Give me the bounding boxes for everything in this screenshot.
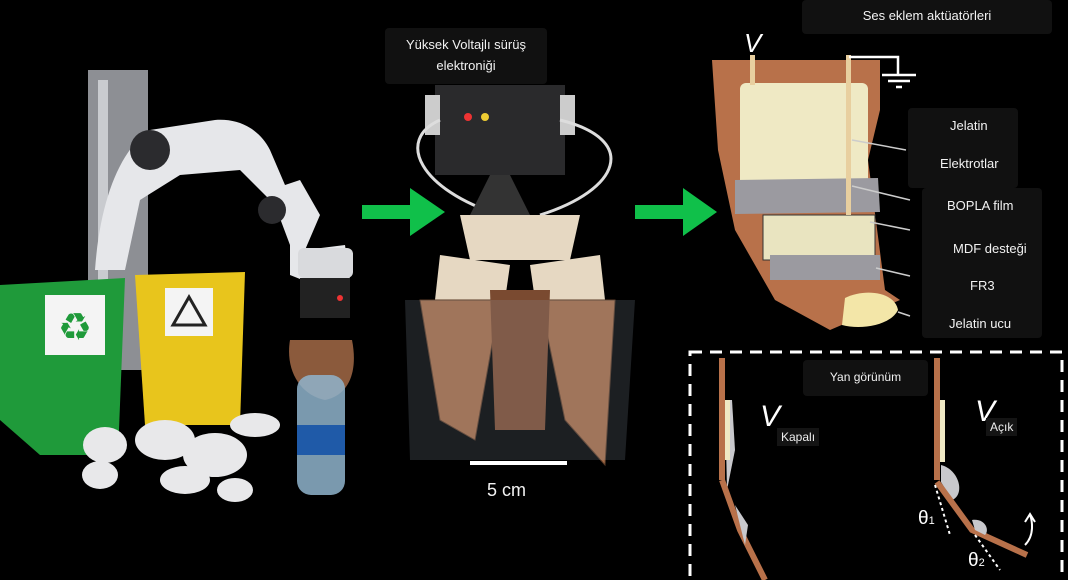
gripper-photo bbox=[405, 85, 635, 467]
voice-coil-actuators-title: Ses eklem aktüatörleri bbox=[862, 8, 992, 23]
side-view-closed bbox=[719, 358, 768, 580]
layer-label-gelatin-tip: Jelatin ucu bbox=[949, 316, 1012, 331]
fr3-layer bbox=[770, 255, 880, 280]
gelatin-tip bbox=[842, 292, 898, 328]
layer-label-mdf-support: MDF desteği bbox=[953, 241, 1027, 256]
electrode bbox=[846, 55, 851, 215]
theta2-label: θ2 bbox=[968, 550, 985, 572]
label-box bbox=[385, 28, 547, 84]
leader-lines bbox=[851, 139, 911, 317]
electrode bbox=[750, 55, 755, 85]
voltage-open-label: Açık bbox=[986, 418, 1018, 436]
label-box bbox=[802, 0, 1052, 34]
layer-label-bopla-film: BOPLA film bbox=[947, 198, 1014, 213]
mdf-support bbox=[762, 214, 876, 261]
voltage-label: V bbox=[744, 28, 762, 58]
ground-icon bbox=[849, 55, 916, 89]
label-box bbox=[922, 188, 1042, 338]
crumpled-paper bbox=[82, 413, 280, 502]
side-view-title: Yan görünüm bbox=[829, 370, 902, 384]
theta1-subscript: 1 bbox=[928, 515, 935, 527]
label-box bbox=[803, 360, 928, 396]
theta2-subscript: 2 bbox=[978, 557, 985, 569]
actuator-layer-diagram bbox=[712, 55, 916, 330]
layer-label-gelatin: Jelatin bbox=[950, 118, 988, 133]
scale-bar-label: 5 cm bbox=[487, 480, 527, 500]
yellow-bin bbox=[135, 272, 245, 425]
svg-text:♻: ♻ bbox=[58, 305, 92, 349]
bottle bbox=[405, 300, 635, 460]
layer-label-electrodes: Elektrotlar bbox=[940, 156, 999, 171]
curved-arrow-icon bbox=[1024, 512, 1036, 546]
scale-bar bbox=[470, 461, 567, 465]
layer-label-fr3: FR3 bbox=[970, 278, 995, 293]
side-view-panel bbox=[688, 350, 1064, 580]
side-view-open bbox=[934, 358, 1036, 571]
arrow-right-icon bbox=[362, 188, 445, 236]
label-box bbox=[908, 108, 1018, 188]
theta1-symbol: θ bbox=[918, 508, 929, 529]
robot-scene-photo: ♻ bbox=[0, 70, 354, 502]
theta2-symbol: θ bbox=[968, 550, 979, 571]
voltage-closed-symbol: V bbox=[760, 400, 781, 433]
drive-electronics-label: Yüksek Voltajlı sürüş elektroniği bbox=[406, 37, 526, 73]
bopla-film bbox=[735, 178, 880, 214]
arrow-right-icon bbox=[635, 188, 717, 236]
theta1-label: θ1 bbox=[918, 508, 935, 530]
drive-electronics-box bbox=[435, 85, 565, 175]
gelatin-layer bbox=[740, 83, 868, 188]
voltage-closed-label: Kapalı bbox=[777, 428, 820, 446]
